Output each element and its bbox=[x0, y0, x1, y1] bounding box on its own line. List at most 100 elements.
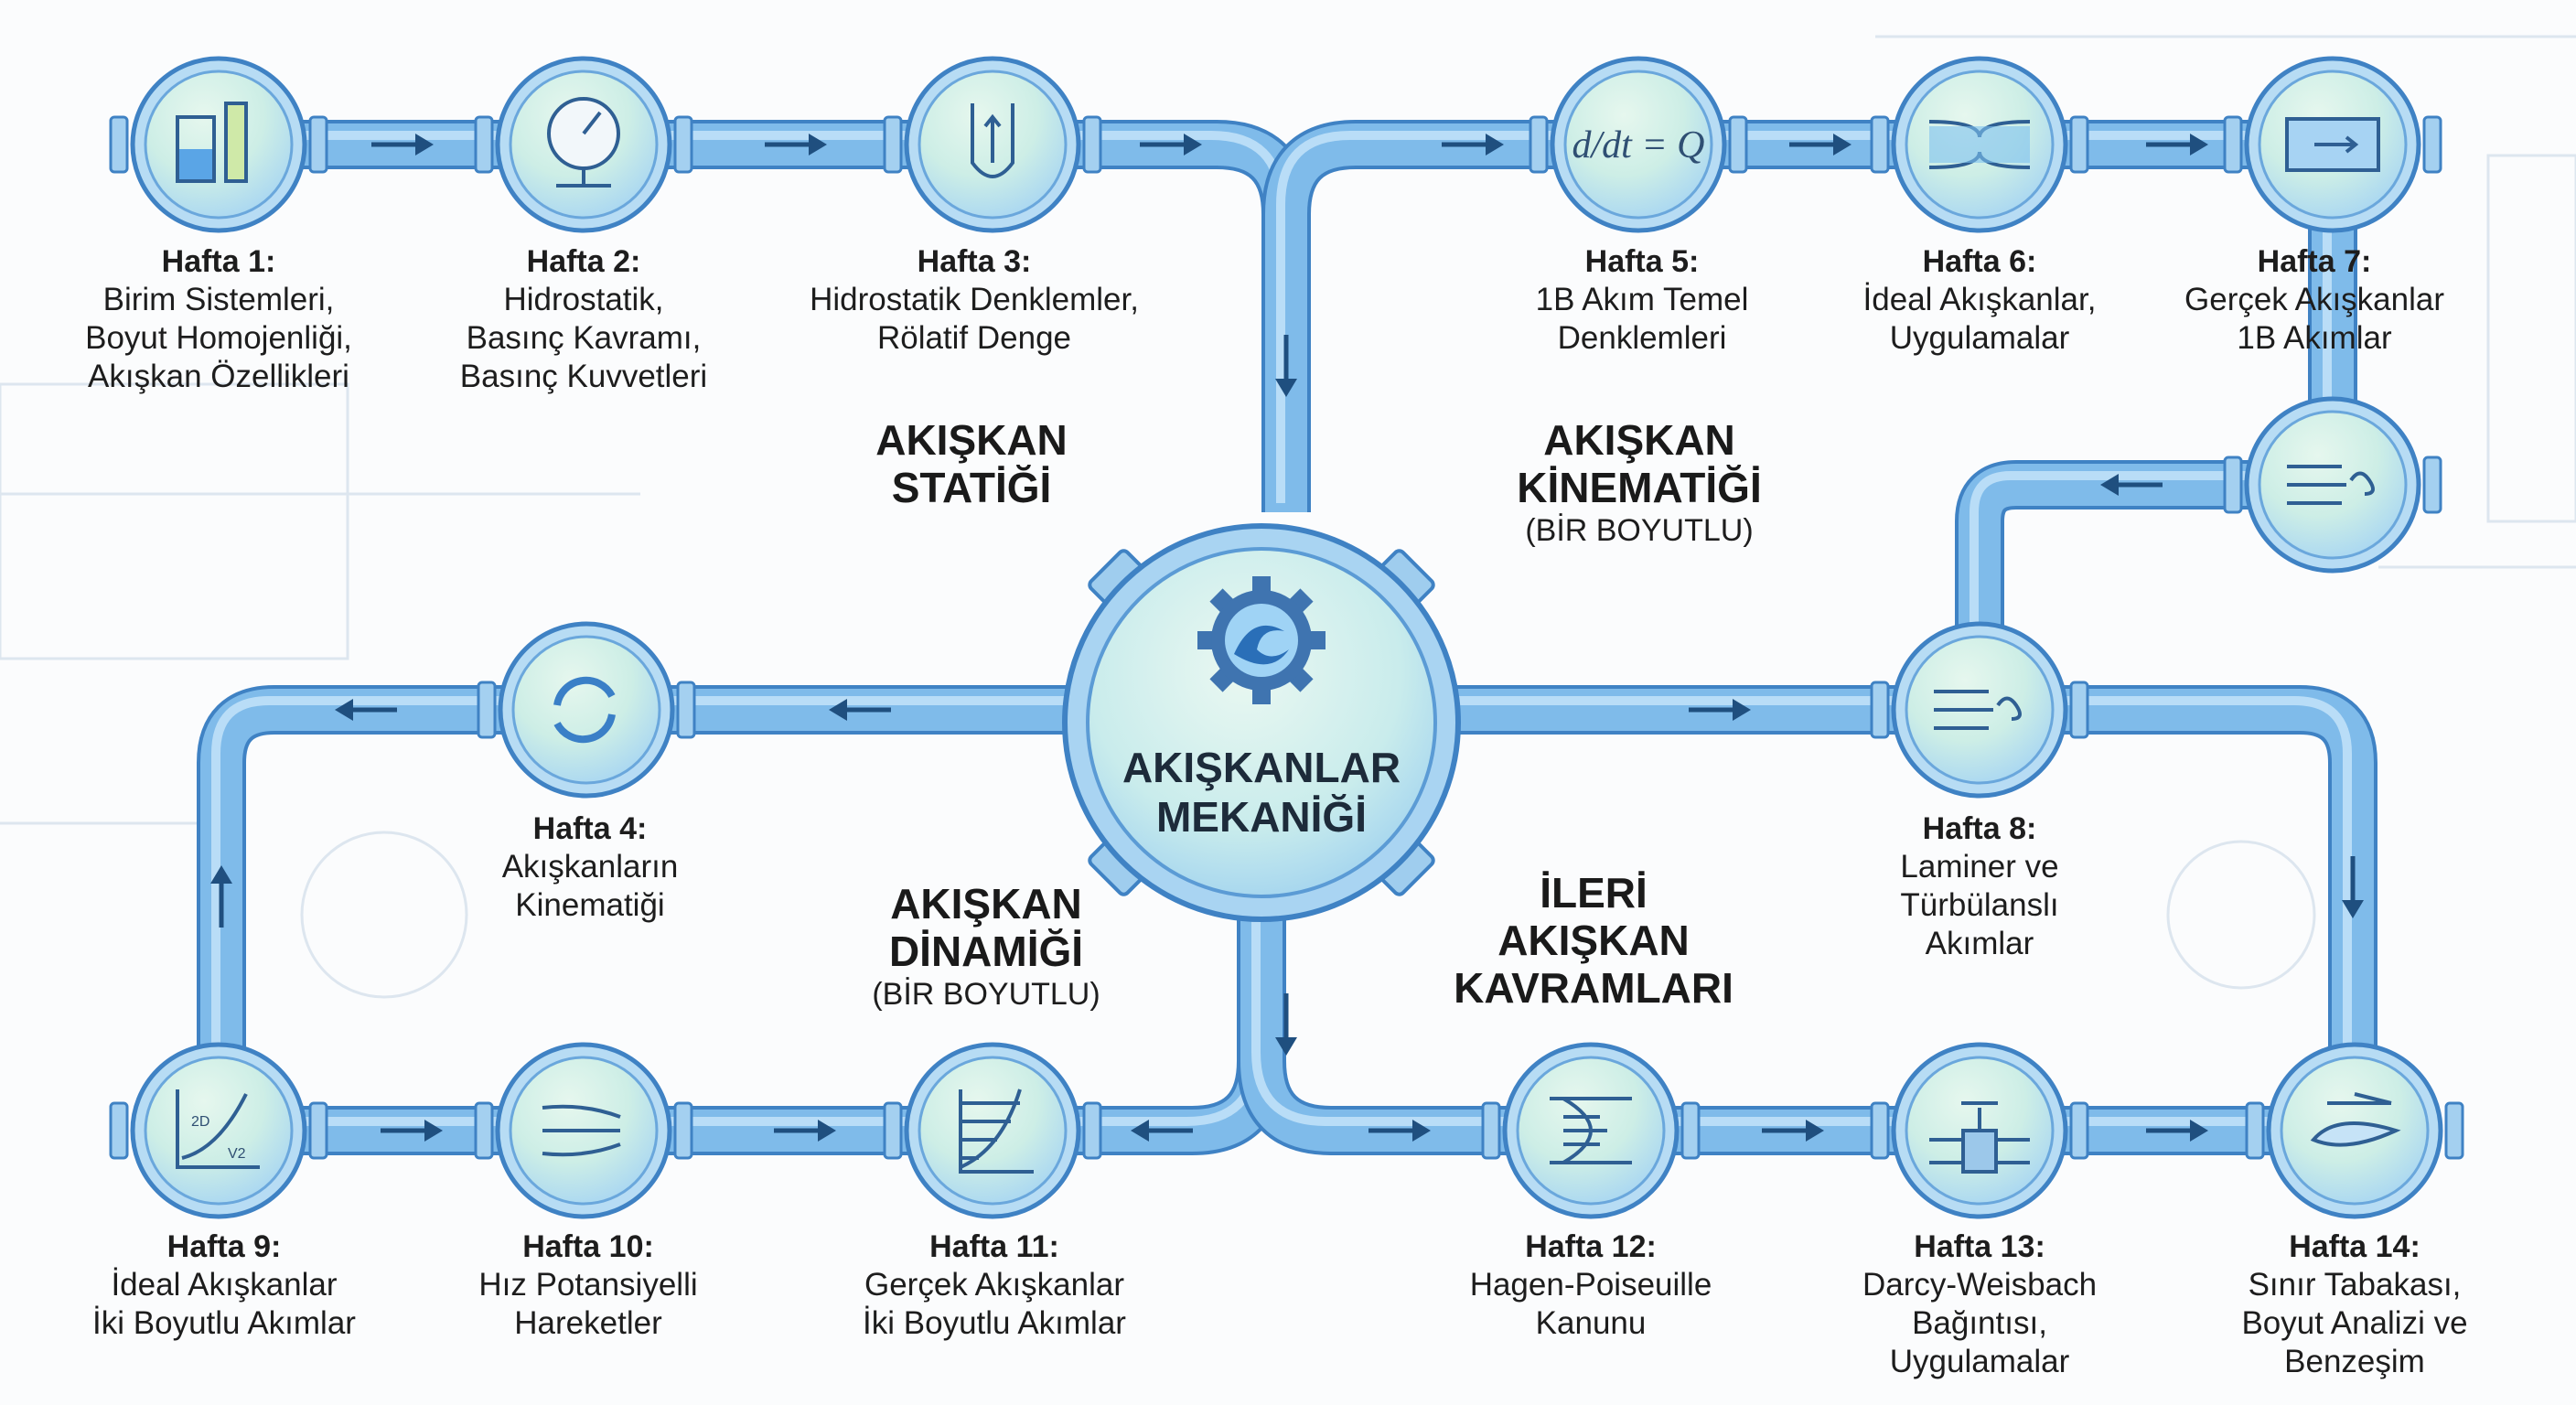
week-title: Hafta 3: bbox=[917, 244, 1032, 279]
week-topic-line: İki Boyutlu Akımlar bbox=[863, 1305, 1126, 1341]
week-topic-line: Türbülanslı bbox=[1900, 887, 2059, 923]
week-node-14 bbox=[2245, 1042, 2464, 1219]
week-title: Hafta 11: bbox=[929, 1229, 1059, 1264]
week-topic-line: Denklemleri bbox=[1557, 320, 1727, 356]
week-node-3 bbox=[883, 56, 1102, 233]
week-node-6 bbox=[1870, 56, 2089, 233]
category-title-line: İLERİ bbox=[1540, 869, 1648, 917]
week-topic-line: Akımlar bbox=[1925, 926, 2034, 961]
week-topic-line: 1B Akım Temel bbox=[1535, 282, 1749, 317]
week-topic-line: Basınç Kuvvetleri bbox=[459, 359, 708, 394]
week-node-12 bbox=[1481, 1042, 1701, 1219]
week-topic-line: Hagen-Poiseuille bbox=[1469, 1267, 1712, 1303]
week-title: Hafta 5: bbox=[1584, 244, 1700, 279]
week-title: Hafta 4: bbox=[532, 811, 648, 846]
turbulence-icon bbox=[1934, 690, 2022, 730]
flow-arrow-icon bbox=[1140, 134, 1202, 156]
flow-arrow-icon bbox=[2146, 134, 2208, 156]
center-title: AKIŞKANLAR MEKANİĞİ bbox=[1122, 743, 1401, 842]
week-topic-line: Kanunu bbox=[1535, 1305, 1647, 1341]
week-label-1: Hafta 1:Birim Sistemleri,Boyut Homojenli… bbox=[85, 242, 352, 396]
week-topic-line: Darcy-Weisbach bbox=[1862, 1267, 2098, 1303]
flow-arrow-icon bbox=[1368, 1120, 1431, 1142]
week-topic-line: Gerçek Akışkanlar bbox=[2184, 282, 2444, 317]
week-topic-line: Kinematiği bbox=[515, 887, 665, 923]
flow-arrow-icon bbox=[381, 1120, 443, 1142]
week-topic-line: İki Boyutlu Akımlar bbox=[92, 1305, 356, 1341]
week-topic-line: 1B Akımlar bbox=[2237, 320, 2392, 356]
flow-arrow-icon bbox=[1131, 1120, 1193, 1142]
flow-arrow-icon bbox=[765, 134, 827, 156]
week-topic-line: Birim Sistemleri, bbox=[102, 282, 335, 317]
beaker-ruler-icon bbox=[176, 102, 248, 183]
category-title-line: KİNEMATİĞİ bbox=[1517, 464, 1762, 511]
week-topic-line: İdeal Akışkanlar bbox=[111, 1267, 338, 1303]
week-label-6: Hafta 6:İdeal Akışkanlar,Uygulamalar bbox=[1863, 242, 2097, 358]
flow-arrow-icon bbox=[829, 699, 891, 721]
week-node-10 bbox=[474, 1042, 693, 1219]
u-tube-manometer-icon bbox=[971, 103, 1014, 178]
turbulence-valve-node bbox=[2223, 396, 2442, 574]
week-topic-line: Sınır Tabakası, bbox=[2248, 1267, 2462, 1303]
week-topic-line: Laminer ve bbox=[1900, 849, 2059, 885]
week-node-2 bbox=[474, 56, 693, 233]
week-node-8 bbox=[1870, 621, 2089, 799]
week-title: Hafta 6: bbox=[1922, 244, 2037, 279]
week-title: Hafta 14: bbox=[2289, 1229, 2420, 1264]
svg-text:V2: V2 bbox=[228, 1146, 246, 1162]
cycle-arrows-icon bbox=[553, 676, 616, 744]
flow-arrow-icon bbox=[335, 699, 397, 721]
category-subtitle: (BİR BOYUTLU) bbox=[872, 977, 1100, 1012]
category-subtitle: (BİR BOYUTLU) bbox=[1525, 513, 1754, 548]
venturi-icon bbox=[1928, 120, 2031, 169]
flow-arrow-icon bbox=[2342, 856, 2364, 918]
category-title-line: AKIŞKAN bbox=[1497, 917, 1690, 964]
week-title: Hafta 9: bbox=[166, 1229, 282, 1264]
flow-arrow-icon bbox=[2100, 474, 2163, 496]
week-topic-line: Hareketler bbox=[514, 1305, 662, 1341]
pipe-flow-icon bbox=[2285, 117, 2380, 172]
parabolic-profile-icon bbox=[1550, 1097, 1632, 1164]
category-title-line: KAVRAMLARI bbox=[1454, 964, 1733, 1012]
flow-arrow-icon bbox=[371, 134, 434, 156]
pipe-bottom-left bbox=[219, 915, 1286, 1155]
turbulence-icon bbox=[2287, 465, 2375, 505]
week-node-5: d/dt = Q bbox=[1529, 56, 1748, 233]
week-title: Hafta 10: bbox=[522, 1229, 654, 1264]
flow-arrow-icon bbox=[1689, 699, 1751, 721]
week-node-11 bbox=[883, 1042, 1102, 1219]
week-title: Hafta 2: bbox=[526, 244, 641, 279]
week-label-14: Hafta 14:Sınır Tabakası,Boyut Analizi ve… bbox=[2241, 1228, 2467, 1381]
pipe-bottom-right bbox=[1237, 915, 2355, 1155]
category-title-line: DİNAMİĞİ bbox=[888, 928, 1084, 975]
week-topic-line: Hidrostatik Denklemler, bbox=[810, 282, 1139, 317]
week-node-4 bbox=[477, 621, 696, 799]
pipe-top-right bbox=[1261, 120, 2333, 512]
week-topic-line: Boyut Homojenliği, bbox=[85, 320, 352, 356]
category-title-line: AKIŞKAN bbox=[875, 416, 1068, 464]
week-title: Hafta 13: bbox=[1914, 1229, 2045, 1264]
week-title: Hafta 7: bbox=[2257, 244, 2372, 279]
category-title-line: STATİĞİ bbox=[891, 464, 1052, 511]
flow-arrow-icon bbox=[2146, 1120, 2208, 1142]
week-topic-line: Uygulamalar bbox=[1889, 320, 2070, 356]
week-node-13 bbox=[1870, 1042, 2089, 1219]
week-label-2: Hafta 2:Hidrostatik,Basınç Kavramı,Basın… bbox=[460, 242, 707, 396]
svg-text:2D: 2D bbox=[191, 1114, 209, 1130]
equation-icon: d/dt = Q bbox=[1572, 124, 1704, 166]
flow-arrow-icon bbox=[1275, 993, 1297, 1056]
week-topic-line: Akışkan Özellikleri bbox=[88, 359, 349, 394]
velocity-profile-icon bbox=[959, 1089, 1034, 1174]
week-topic-line: Bağıntısı, bbox=[1912, 1305, 2047, 1341]
